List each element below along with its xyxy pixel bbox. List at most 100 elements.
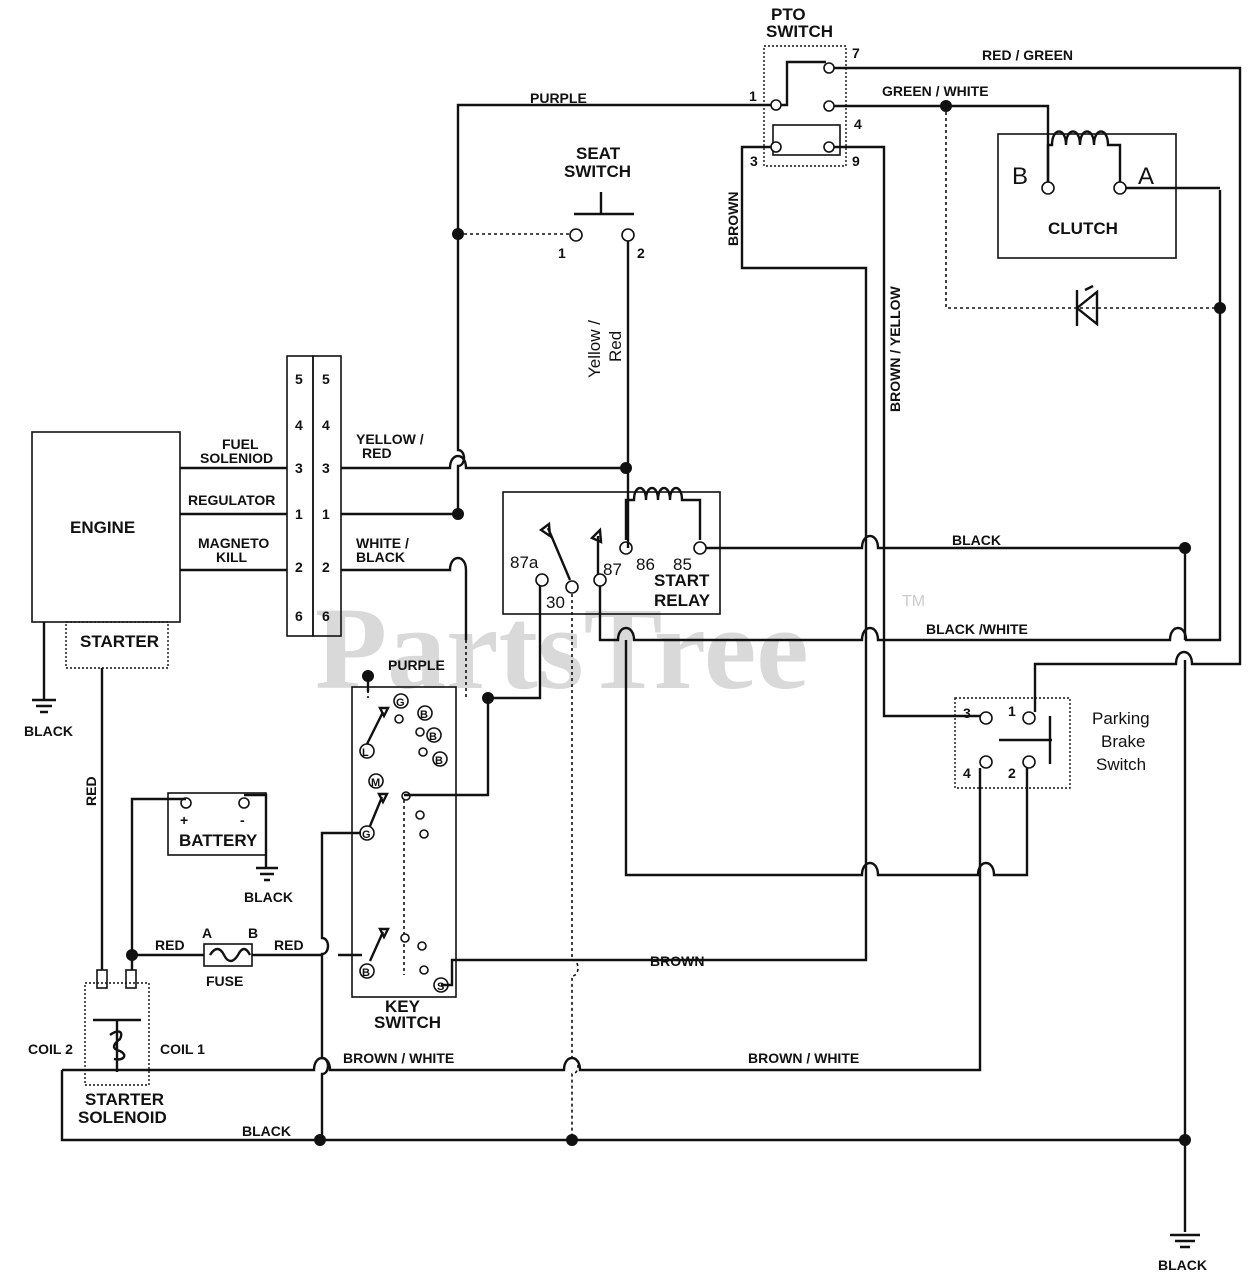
relay-30: 30	[546, 593, 565, 612]
clutch-label: CLUTCH	[1048, 219, 1118, 238]
fuel-solenoid-1: FUEL	[222, 436, 259, 452]
conn-r-1: 1	[322, 506, 330, 522]
parking-title-3: Switch	[1096, 755, 1146, 774]
label-brown-bottom: BROWN	[650, 953, 704, 969]
pto-pin-4: 4	[854, 116, 862, 132]
label-black-relay: BLACK	[952, 532, 1001, 548]
label-brown-white-1: BROWN / WHITE	[343, 1050, 454, 1066]
relay-85: 85	[673, 555, 692, 574]
coil2-label: COIL 2	[28, 1041, 73, 1057]
relay-86: 86	[636, 555, 655, 574]
key-switch: L G B B B M G B S KEY SWITCH	[351, 686, 457, 1032]
pb-pin-4: 4	[963, 765, 971, 781]
pto-pin-1: 1	[749, 88, 757, 104]
diode	[1075, 284, 1099, 327]
main-ground: BLACK	[1158, 1233, 1207, 1273]
label-red-vertical: RED	[83, 776, 99, 806]
pto-pin-9: 9	[852, 153, 860, 169]
fuse-a: A	[202, 925, 212, 941]
conn-l-3: 3	[295, 460, 303, 476]
engine: ENGINE STARTER BLACK	[24, 431, 181, 739]
relay-87a: 87a	[510, 553, 539, 572]
conn-r-3: 3	[322, 460, 330, 476]
label-white-black-2: BLACK	[356, 549, 405, 565]
battery: + - BATTERY BLACK	[167, 792, 293, 905]
label-purple-top: PURPLE	[530, 90, 587, 106]
start-relay: 87a 30 87 86 85 START RELAY	[502, 486, 721, 615]
start-relay-title-2: RELAY	[654, 591, 711, 610]
pb-pin-1: 1	[1008, 703, 1016, 719]
starter-solenoid: COIL 2 COIL 1 STARTER SOLENOID	[28, 969, 205, 1127]
svg-text:M: M	[371, 777, 380, 789]
junctions	[126, 100, 1226, 1146]
svg-text:B: B	[435, 755, 443, 767]
pb-pin-2: 2	[1008, 765, 1016, 781]
label-yellow-red-v1: Yellow /	[585, 320, 604, 378]
conn-l-6: 6	[295, 608, 303, 624]
svg-text:G: G	[362, 829, 371, 841]
conn-l-2: 2	[295, 559, 303, 575]
battery-minus: -	[240, 812, 245, 828]
label-red-2: RED	[274, 937, 304, 953]
conn-l-4: 4	[295, 417, 303, 433]
svg-text:B: B	[420, 709, 428, 721]
pb-pin-3: 3	[963, 705, 971, 721]
label-black-white: BLACK /WHITE	[926, 621, 1028, 637]
label-yellow-red-2: RED	[362, 445, 392, 461]
fuse: A B FUSE	[202, 925, 258, 989]
label-red-green: RED / GREEN	[982, 47, 1073, 63]
relay-87: 87	[603, 560, 622, 579]
battery-label: BATTERY	[179, 831, 258, 850]
label-white-black-1: WHITE /	[356, 535, 409, 551]
magneto-kill-2: KILL	[216, 549, 248, 565]
magneto-kill-1: MAGNETO	[198, 535, 269, 551]
battery-plus: +	[180, 812, 188, 828]
engine-label: ENGINE	[70, 518, 135, 537]
battery-ground-black: BLACK	[244, 889, 293, 905]
svg-text:G: G	[396, 697, 405, 709]
conn-l-5: 5	[295, 371, 303, 387]
label-brown-white-2: BROWN / WHITE	[748, 1050, 859, 1066]
conn-r-4: 4	[322, 417, 330, 433]
main-ground-black: BLACK	[1158, 1257, 1207, 1273]
clutch: B A CLUTCH	[997, 130, 1177, 259]
label-brown-vertical: BROWN	[725, 192, 741, 246]
parking-brake-switch: 3 1 4 2 Parking Brake Switch	[954, 697, 1150, 789]
seat-pin-1: 1	[558, 245, 566, 261]
svg-text:B: B	[362, 967, 370, 979]
conn-r-2: 2	[322, 559, 330, 575]
watermark-tm: TM	[902, 593, 925, 610]
svg-text:L: L	[362, 747, 369, 759]
conn-l-1: 1	[295, 506, 303, 522]
parking-title-1: Parking	[1092, 709, 1150, 728]
label-brown-yellow: BROWN / YELLOW	[887, 285, 903, 412]
label-yellow-red-v2: Red	[606, 331, 625, 362]
start-relay-title-1: START	[654, 571, 710, 590]
watermark: PartsTree	[315, 583, 809, 714]
label-red-1: RED	[155, 937, 185, 953]
conn-r-5: 5	[322, 371, 330, 387]
label-purple-key: PURPLE	[388, 657, 445, 673]
connector: 5 4 3 1 2 6 5 4 3 1 2 6	[286, 355, 342, 637]
conn-r-6: 6	[322, 608, 330, 624]
regulator-label: REGULATOR	[188, 492, 275, 508]
label-green-white: GREEN / WHITE	[882, 83, 989, 99]
key-switch-title-2: SWITCH	[374, 1013, 441, 1032]
engine-ground-black: BLACK	[24, 723, 73, 739]
pto-switch-title-2: SWITCH	[766, 22, 833, 41]
pto-pin-7: 7	[852, 45, 860, 61]
fuse-label: FUSE	[206, 973, 243, 989]
pto-switch: PTO SWITCH 7 1 4 3 9	[749, 5, 862, 169]
parking-title-2: Brake	[1101, 732, 1145, 751]
svg-text:B: B	[429, 731, 437, 743]
svg-text:S: S	[437, 981, 444, 993]
wire-labels: PURPLE RED / GREEN GREEN / WHITE BROWN B…	[83, 47, 1073, 1139]
clutch-a: A	[1138, 163, 1154, 190]
solenoid-title-2: SOLENOID	[78, 1108, 167, 1127]
solenoid-title-1: STARTER	[85, 1090, 164, 1109]
pto-switch-title-1: PTO	[771, 5, 806, 24]
engine-leads: FUEL SOLENIOD REGULATOR MAGNETO KILL	[180, 436, 287, 572]
fuse-b: B	[248, 925, 258, 941]
